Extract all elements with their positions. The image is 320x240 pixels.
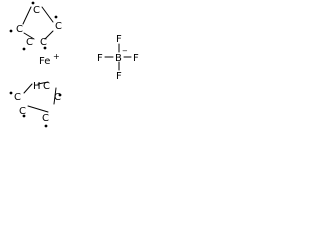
- ring-atom-label: C: [19, 106, 26, 117]
- bond: [44, 30, 54, 40]
- radical-dot: [9, 29, 13, 33]
- ring-atom-label: C: [33, 5, 40, 16]
- chemical-structure-diagram: C C C C C Fe + C H C C C C F F: [0, 0, 145, 131]
- bond: [53, 87, 57, 105]
- fluorine-label-top: F: [116, 34, 122, 45]
- radical-dot: [31, 1, 35, 5]
- iron-label: Fe: [39, 56, 50, 67]
- iron-charge: +: [53, 52, 60, 61]
- ring-atom-label: C: [40, 37, 47, 48]
- ring-atom-label: C: [42, 113, 49, 124]
- bond: [23, 83, 33, 94]
- boron-label: B: [115, 53, 122, 64]
- tetrafluoroborate: F F B − F F: [97, 34, 139, 82]
- bond: [23, 32, 35, 40]
- fluorine-label-left: F: [97, 53, 103, 64]
- boron-charge: −: [122, 47, 128, 55]
- ring-atom-label: C: [43, 81, 50, 92]
- radical-dot: [9, 91, 13, 95]
- structure-svg: C C C C C Fe + C H C C C C F F: [9, 1, 139, 128]
- ring-atom-label: C: [54, 92, 61, 103]
- lower-ring: C H C C C C: [9, 81, 62, 128]
- radical-dot: [54, 15, 58, 19]
- radical-dot: [44, 124, 48, 128]
- radical-dot: [22, 47, 26, 51]
- bond: [27, 105, 49, 113]
- radical-dot: [43, 46, 47, 50]
- bond: [22, 6, 32, 25]
- ring-atom-label: C: [55, 21, 62, 32]
- fluorine-label-bottom: F: [116, 71, 122, 82]
- fluorine-label-right: F: [133, 53, 139, 64]
- upper-ring: C C C C C: [9, 1, 62, 51]
- ring-atom-label: C: [14, 92, 21, 103]
- ring-atom-label: C: [26, 37, 33, 48]
- radical-dot: [58, 93, 62, 97]
- iron-center: Fe +: [39, 52, 60, 67]
- ring-atom-label: H: [33, 81, 41, 92]
- radical-dot: [22, 114, 26, 118]
- bond: [41, 6, 54, 23]
- ring-atom-label: C: [16, 24, 23, 35]
- bond: [37, 81, 49, 85]
